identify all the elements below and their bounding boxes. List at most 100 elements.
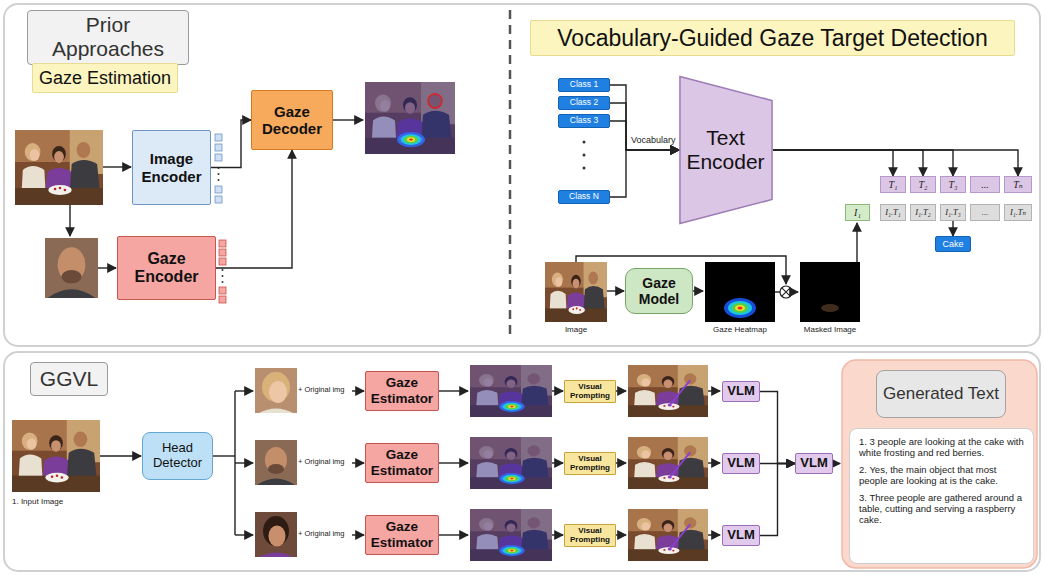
connector-arrow xyxy=(773,150,893,176)
class-box: Class 2 xyxy=(558,96,610,110)
node-text: T₃ xyxy=(948,179,957,191)
photo xyxy=(15,130,103,205)
output-heading: Generated Text xyxy=(876,370,1006,418)
text-label: + Original img xyxy=(298,386,344,395)
text-embedding: ... xyxy=(970,176,1000,193)
text-label: Vocabulary xyxy=(631,135,676,145)
node-text: I₁.Tₙ xyxy=(1010,208,1026,218)
vlm-box: VLM xyxy=(795,453,833,474)
node-text: Visual Prompting xyxy=(567,382,613,400)
connector-arrow xyxy=(952,221,953,236)
panel xyxy=(4,352,1040,571)
gaze-estimator: Gaze Estimator xyxy=(365,443,439,483)
node-text: Gaze Estimator xyxy=(369,519,435,550)
class-box: Class 3 xyxy=(558,114,610,128)
text-encoder: Text Encoder xyxy=(679,75,773,225)
feature-tokens xyxy=(215,134,222,203)
connector-arrow xyxy=(760,392,795,464)
node-text: Gaze Estimator xyxy=(369,375,435,406)
node-text: Text Encoder xyxy=(684,126,767,174)
node-text: Tₙ xyxy=(1013,179,1023,191)
node-text: I₁.T₂ xyxy=(915,208,931,218)
panel xyxy=(4,4,1040,346)
node-text: Gaze Estimation xyxy=(39,68,171,89)
node-text: VLM xyxy=(727,456,754,471)
masked-photo xyxy=(800,262,860,322)
node-text: T₂ xyxy=(918,179,927,191)
vlm-box: VLM xyxy=(722,453,760,474)
similarity-cell: I₁.T₃ xyxy=(940,204,966,221)
section-label: Prior Approaches xyxy=(27,10,189,65)
head-crop xyxy=(255,368,297,413)
head-crop xyxy=(255,512,297,557)
similarity-cell: I₁.T₂ xyxy=(910,204,936,221)
gaze-estimator: Gaze Estimator xyxy=(365,371,439,411)
node-text: Visual Prompting xyxy=(567,454,613,472)
node-text: 2. Yes, the main object that most people… xyxy=(859,465,1024,487)
node-text: VLM xyxy=(727,528,754,543)
node-text: Cake xyxy=(942,239,963,249)
text-embedding: Tₙ xyxy=(1004,176,1032,193)
prompted-photo xyxy=(628,437,708,489)
trapezoid-shape xyxy=(680,77,772,224)
node-text: Prior Approaches xyxy=(31,13,185,61)
connector-arrow xyxy=(610,121,679,150)
head-detector: Head Detector xyxy=(142,432,213,480)
text-embedding: T₂ xyxy=(910,176,936,193)
decoder-box: Gaze Decoder xyxy=(251,90,333,150)
encoder-box: Gaze Encoder xyxy=(117,236,216,300)
node-text: Head Detector xyxy=(146,441,209,471)
text-label: + Original img xyxy=(298,530,344,539)
connector-arrow xyxy=(760,464,795,536)
node-text: Vocabulary-Guided Gaze Target Detection xyxy=(557,25,987,51)
heatmap xyxy=(705,262,775,322)
gaze-model: Gaze Model xyxy=(625,268,693,314)
connector-arrow xyxy=(773,150,923,176)
section-heading: Gaze Estimation xyxy=(32,63,178,93)
feature-tokens xyxy=(219,240,226,303)
class-box: Class N xyxy=(558,190,610,204)
photo xyxy=(12,420,100,492)
node-text: I₁ xyxy=(854,207,861,219)
text-label: + Original img xyxy=(298,458,344,467)
node-text: T₁ xyxy=(888,179,897,191)
image-embedding: I₁ xyxy=(845,204,870,221)
output-panel xyxy=(842,360,1037,568)
node-text: VLM xyxy=(727,384,754,399)
divider xyxy=(509,10,512,340)
similarity-cell: I₁.Tₙ xyxy=(1004,204,1032,221)
connector-arrow xyxy=(610,103,679,150)
connector-arrow xyxy=(211,120,251,168)
node-text: Class 2 xyxy=(570,98,598,108)
node-text: I₁.T₁ xyxy=(885,208,901,218)
visual-prompt: Visual Prompting xyxy=(564,452,616,475)
head-crop xyxy=(255,440,297,485)
multiply-symbol xyxy=(780,286,792,298)
connector-arrow xyxy=(773,150,953,176)
similarity-cell: ... xyxy=(970,204,1000,221)
node-text: Class N xyxy=(569,192,599,202)
node-text: Visual Prompting xyxy=(567,526,613,544)
connector-arrow xyxy=(773,150,1018,176)
node-text: Image Encoder xyxy=(136,150,207,185)
gaze-output xyxy=(470,365,552,417)
node-text: Gaze Estimator xyxy=(369,447,435,478)
gaze-estimator: Gaze Estimator xyxy=(365,515,439,555)
gaze-marker xyxy=(428,94,442,108)
node-text: ... xyxy=(981,179,989,191)
class-box: Cake xyxy=(935,236,971,252)
text-embedding: T₃ xyxy=(940,176,966,193)
prompted-photo xyxy=(628,365,708,417)
text-label: Masked Image xyxy=(785,325,875,334)
node-text: ... xyxy=(982,208,988,218)
node-text: Gaze Model xyxy=(629,275,689,307)
encoder-box: Image Encoder xyxy=(132,130,211,205)
text-label: Gaze Heatmap xyxy=(695,325,785,334)
connector-arrow xyxy=(610,150,679,197)
node-text: Generated Text xyxy=(883,384,999,404)
node-text: VLM xyxy=(800,456,827,471)
node-text: GGVL xyxy=(40,367,98,391)
text-embedding: T₁ xyxy=(880,176,906,193)
similarity-cell: I₁.T₁ xyxy=(880,204,906,221)
